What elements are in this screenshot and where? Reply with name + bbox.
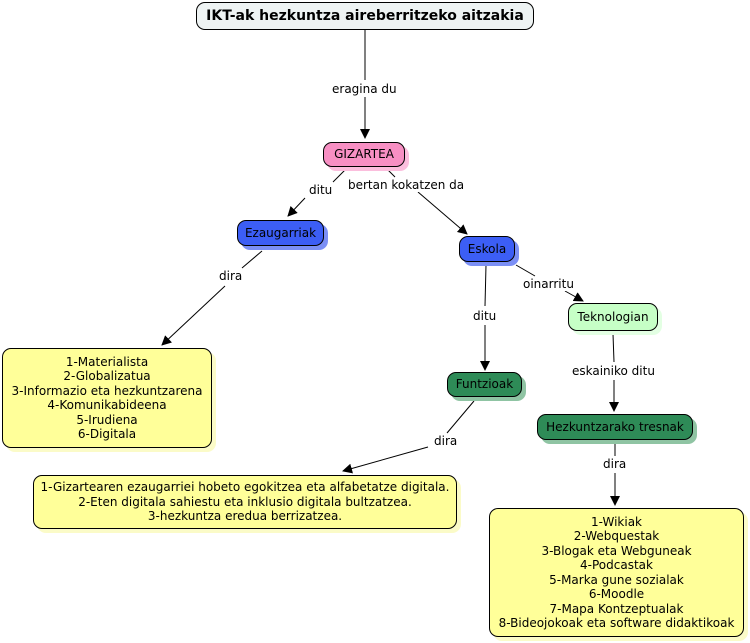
line-ezaugarriak-dira: [241, 250, 263, 269]
list-item: 3-hezkuntza eredua berrizatzea.: [147, 509, 343, 524]
title-node[interactable]: IKT-ak hezkuntza aireberritzeko aitzakia: [196, 2, 534, 30]
hezkuntzarako-tresnak-text: Hezkuntzarako tresnak: [546, 419, 684, 434]
line-eskola-ditu: [484, 264, 487, 307]
list-item: 6-Moodle: [588, 587, 645, 601]
funtzioak-list-node[interactable]: 1-Gizartearen ezaugarriei hobeto egokitz…: [33, 475, 457, 529]
list-item: 5-Marka gune sozialak: [549, 572, 684, 587]
list-item: 2-Webquestak: [573, 529, 660, 543]
eskola-node[interactable]: Eskola: [459, 236, 515, 262]
list-item: 4-Komunikabideena: [47, 398, 167, 412]
line-teknologian-eskainiko: [612, 333, 615, 363]
list-item: 3-Blogak eta Webguneak: [541, 543, 692, 558]
arrow-ditu-ezaugarriak: [287, 197, 306, 217]
link-label-dira-ezaugarriak: dira: [217, 269, 245, 283]
line-gizartea-ditu: [332, 167, 348, 183]
ezaugarriak-node[interactable]: Ezaugarriak: [237, 220, 324, 246]
list-item: 2-Eten digitala sahiestu eta inklusio di…: [78, 494, 412, 509]
list-item: 1-Materialista: [65, 354, 149, 369]
link-label-eragina-du: eragina du: [330, 82, 399, 96]
funtzioak-node[interactable]: Funtzioak: [447, 372, 522, 397]
link-label-eskainiko-ditu: eskainiko ditu: [570, 364, 657, 378]
teknologian-text: Teknologian: [577, 309, 649, 324]
list-item: 5-Irudiena: [76, 412, 138, 427]
funtzioak-text: Funtzioak: [455, 377, 514, 392]
ezaugarriak-list-node[interactable]: 1-Materialista 2-Globalizatua 3-Informaz…: [2, 348, 212, 448]
list-item: 2-Globalizatua: [63, 369, 151, 383]
arrow-oinarritu-teknologian: [564, 290, 584, 302]
list-item: 1-Wikiak: [591, 514, 642, 529]
arrow-dira-funtzioak-list: [342, 446, 429, 474]
link-label-dira-funtzioak: dira: [432, 434, 460, 448]
list-item: 3-Informazio eta hezkuntzarena: [11, 383, 203, 398]
link-label-oinarritu: oinarritu: [521, 277, 576, 291]
eskola-text: Eskola: [467, 241, 507, 256]
line-eskola-oinarritu: [515, 264, 536, 277]
link-label-bertan-kokatzen-da: bertan kokatzen da: [346, 178, 467, 192]
gizartea-node[interactable]: GIZARTEA: [323, 142, 405, 167]
link-label-ditu-gizartea: ditu: [307, 183, 335, 197]
arrow-dira-ezaugarriak-list: [161, 285, 226, 346]
link-label-dira-tresnak: dira: [601, 457, 629, 471]
title-text: IKT-ak hezkuntza aireberritzeko aitzakia: [206, 7, 524, 24]
teknologian-node[interactable]: Teknologian: [568, 303, 658, 331]
line-funtzioak-dira: [446, 400, 475, 434]
arrow-bertan-eskola: [417, 191, 468, 235]
list-item: 8-Bideojokoak eta software didaktikoak: [498, 616, 735, 630]
link-label-ditu-eskola: ditu: [471, 309, 499, 323]
ezaugarriak-text: Ezaugarriak: [244, 225, 317, 240]
tresnak-list-node[interactable]: 1-Wikiak 2-Webquestak 3-Blogak eta Webgu…: [489, 508, 744, 637]
list-item: 7-Mapa Kontzeptualak: [549, 601, 684, 616]
gizartea-text: GIZARTEA: [334, 147, 394, 162]
list-item: 6-Digitala: [77, 427, 137, 441]
list-item: 1-Gizartearen ezaugarriei hobeto egokitz…: [40, 480, 450, 495]
list-item: 4-Podcastak: [580, 558, 653, 572]
hezkuntzarako-tresnak-node[interactable]: Hezkuntzarako tresnak: [537, 414, 693, 440]
line-gizartea-bertan: [385, 167, 396, 178]
